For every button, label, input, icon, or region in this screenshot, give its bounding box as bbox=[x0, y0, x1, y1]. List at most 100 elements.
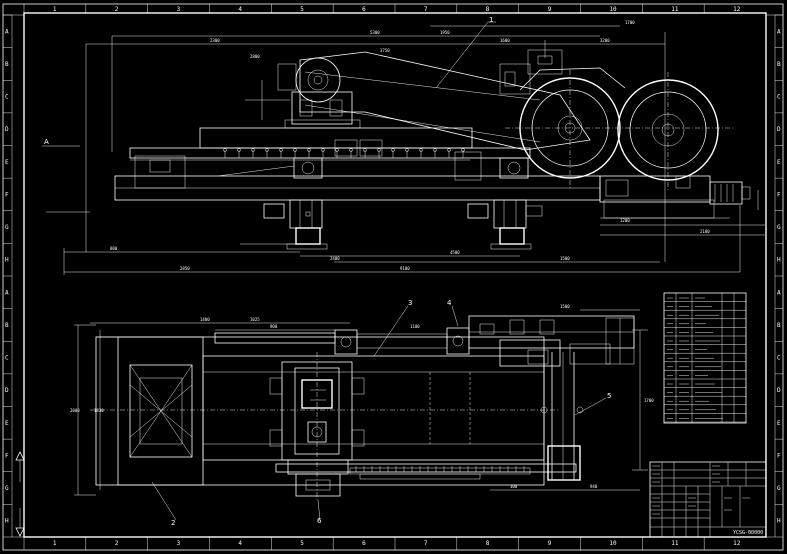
zone-label-left: D bbox=[5, 387, 9, 394]
zone-label-top: 11 bbox=[671, 6, 679, 13]
dimension-label: 1100 bbox=[410, 324, 420, 329]
dimension-label: 1950 bbox=[440, 30, 450, 35]
dimension-label: 2180 bbox=[700, 229, 710, 234]
zone-label-top: 7 bbox=[424, 6, 428, 13]
zone-label-top: 3 bbox=[177, 6, 181, 13]
dimension-label: 2400 bbox=[330, 256, 340, 261]
zone-label-bottom: 10 bbox=[609, 540, 617, 547]
dimension-label: 2800 bbox=[250, 54, 260, 59]
zone-label-right: A bbox=[777, 289, 781, 296]
zone-label-right: C bbox=[777, 94, 781, 101]
plan-outline bbox=[90, 336, 560, 486]
plan-dimension-lines bbox=[74, 309, 648, 496]
zone-label-left: G bbox=[5, 485, 9, 492]
roller bbox=[349, 148, 353, 152]
carriage bbox=[269, 352, 365, 500]
roller bbox=[307, 148, 311, 152]
parts-list-rows bbox=[664, 301, 746, 423]
dimension-label: 1700 bbox=[644, 398, 654, 403]
zone-label-top: 6 bbox=[362, 6, 366, 13]
zone-label-bottom: 8 bbox=[486, 540, 490, 547]
drawing-number: YCSG-00000 bbox=[733, 530, 763, 536]
zone-label-bottom: 2 bbox=[115, 540, 119, 547]
dimension-label: 1500 bbox=[560, 256, 570, 261]
zone-label-top: 12 bbox=[733, 6, 741, 13]
dimension-label: 3200 bbox=[600, 38, 610, 43]
section-arrows bbox=[15, 451, 25, 537]
top-rail bbox=[214, 315, 635, 367]
elevation-view bbox=[42, 21, 765, 275]
dimension-label: 1025 bbox=[250, 317, 260, 322]
zone-label-left: D bbox=[5, 126, 9, 133]
zone-label-left: A bbox=[5, 28, 9, 35]
callout-5: 5 bbox=[607, 392, 611, 400]
roller bbox=[419, 148, 423, 152]
zone-label-top: 10 bbox=[609, 6, 617, 13]
callouts: 1 2 3 4 5 6 A bbox=[44, 16, 611, 527]
callout-3: 3 bbox=[408, 299, 412, 307]
dimension-label: 1700 bbox=[625, 20, 635, 25]
zone-label-right: E bbox=[777, 159, 781, 166]
callout-1: 1 bbox=[489, 16, 493, 24]
roller bbox=[223, 148, 227, 152]
zone-label-right: D bbox=[777, 126, 781, 133]
dimension-label: 3750 bbox=[380, 48, 390, 53]
zone-label-bottom: 7 bbox=[424, 540, 428, 547]
dimension-label: 1600 bbox=[500, 38, 510, 43]
zone-label-bottom: 6 bbox=[362, 540, 366, 547]
roller bbox=[405, 148, 409, 152]
zone-label-bottom: 4 bbox=[238, 540, 242, 547]
parts-list bbox=[663, 292, 747, 424]
zone-label-right: H bbox=[777, 518, 781, 525]
supports bbox=[263, 199, 543, 250]
dimension-lines bbox=[42, 25, 765, 275]
dimension-label: 2300 bbox=[210, 38, 220, 43]
main-beam bbox=[114, 127, 601, 201]
zone-label-right: C bbox=[777, 355, 781, 362]
zone-label-top: 9 bbox=[548, 6, 552, 13]
view-marker: A bbox=[44, 138, 49, 146]
title-block: YCSG-00000 bbox=[649, 461, 767, 538]
dimension-label: 900 bbox=[270, 324, 278, 329]
zone-label-right: G bbox=[777, 224, 781, 231]
roller bbox=[447, 148, 451, 152]
zone-label-left: H bbox=[5, 518, 9, 525]
dimension-label: 1500 bbox=[560, 304, 570, 309]
roller bbox=[363, 148, 367, 152]
zone-label-left: F bbox=[5, 191, 9, 198]
zone-label-right: G bbox=[777, 485, 781, 492]
belt-drive bbox=[245, 51, 591, 151]
dimension-label: 940 bbox=[590, 484, 598, 489]
zone-label-bottom: 12 bbox=[733, 540, 741, 547]
roller bbox=[377, 148, 381, 152]
zone-label-right: A bbox=[777, 28, 781, 35]
dimension-label: 2850 bbox=[180, 266, 190, 271]
zone-label-left: E bbox=[5, 420, 9, 427]
roller bbox=[237, 148, 241, 152]
callout-2: 2 bbox=[171, 519, 175, 527]
zone-label-bottom: 1 bbox=[53, 540, 57, 547]
zone-label-bottom: 3 bbox=[177, 540, 181, 547]
dimension-label: 9100 bbox=[400, 266, 410, 271]
zone-label-left: H bbox=[5, 257, 9, 264]
roller bbox=[265, 148, 269, 152]
dimension-label: 2000 bbox=[70, 408, 80, 413]
zone-label-right: F bbox=[777, 191, 781, 198]
zone-label-left: B bbox=[5, 322, 9, 329]
roller bbox=[433, 148, 437, 152]
zone-label-top: 8 bbox=[486, 6, 490, 13]
zone-label-right: D bbox=[777, 387, 781, 394]
zone-label-left: C bbox=[5, 355, 9, 362]
rail-pins bbox=[355, 466, 525, 472]
callout-4: 4 bbox=[447, 299, 452, 307]
zone-label-top: 5 bbox=[300, 6, 304, 13]
zone-label-left: B bbox=[5, 61, 9, 68]
zone-label-bottom: 11 bbox=[671, 540, 679, 547]
parts-list-entries bbox=[667, 297, 723, 419]
dimension-label: 800 bbox=[110, 246, 118, 251]
dimension-label: 4500 bbox=[450, 250, 460, 255]
dimension-label: 1200 bbox=[620, 218, 630, 223]
track-rollers bbox=[223, 148, 465, 158]
